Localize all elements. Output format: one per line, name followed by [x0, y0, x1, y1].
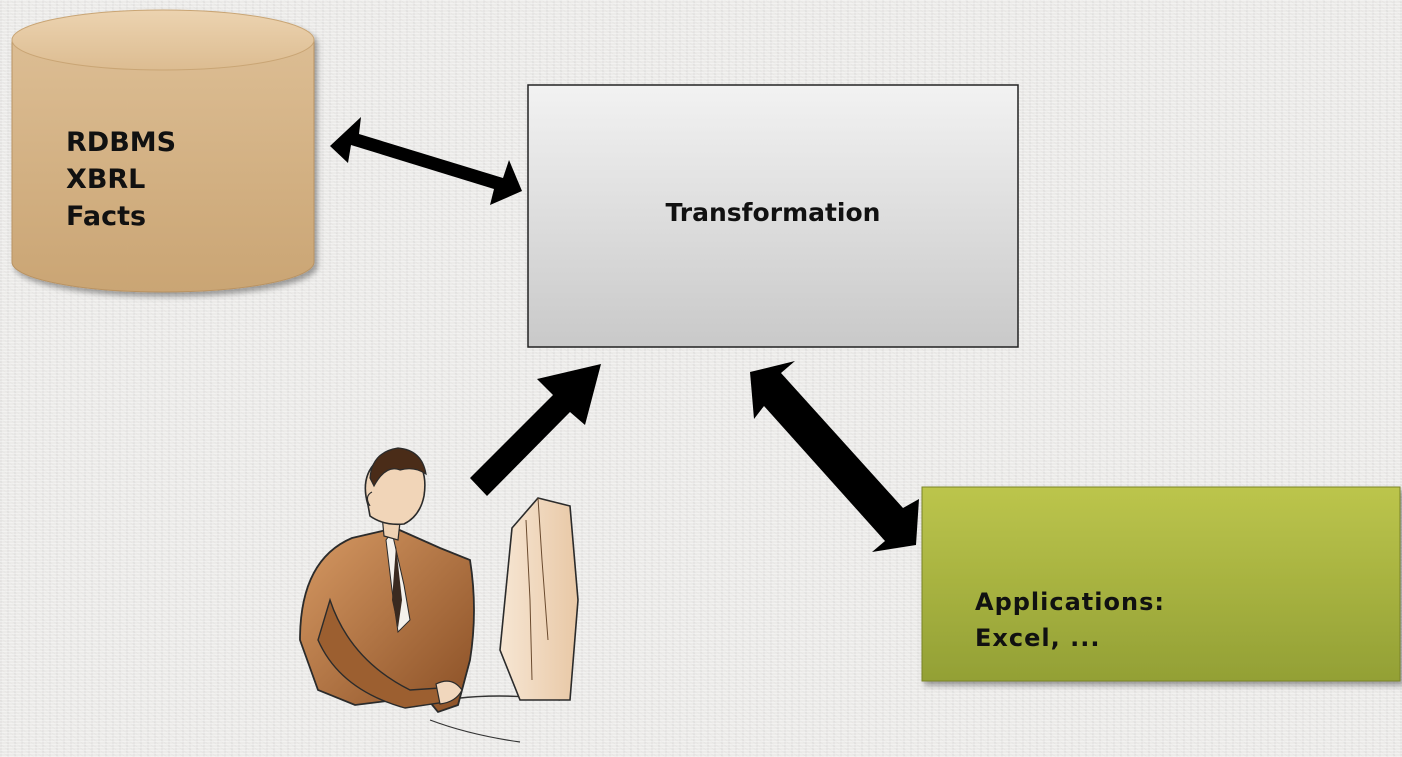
transformation-label: Transformation	[665, 198, 881, 227]
person-at-computer-icon	[299, 447, 579, 743]
database-cylinder	[11, 9, 315, 293]
database-line-xbrl: XBRL	[66, 164, 146, 195]
monitor-icon	[499, 497, 579, 701]
database-line-rdbms: RDBMS	[66, 127, 177, 158]
arrow-transformation-applications	[750, 361, 919, 552]
database-body	[11, 41, 315, 293]
database-top	[11, 9, 315, 71]
database-line-facts: Facts	[66, 201, 147, 232]
database-label: RDBMS XBRL Facts	[66, 124, 176, 235]
transformation-box	[527, 84, 1019, 348]
applications-box	[921, 486, 1401, 682]
arrow-user-transformation	[470, 364, 601, 496]
applications-line-title: Applications:	[975, 588, 1165, 616]
applications-line-list: Excel, ...	[975, 624, 1101, 652]
applications-label: Applications: Excel, ...	[975, 584, 1165, 656]
arrow-database-transformation	[330, 117, 522, 205]
